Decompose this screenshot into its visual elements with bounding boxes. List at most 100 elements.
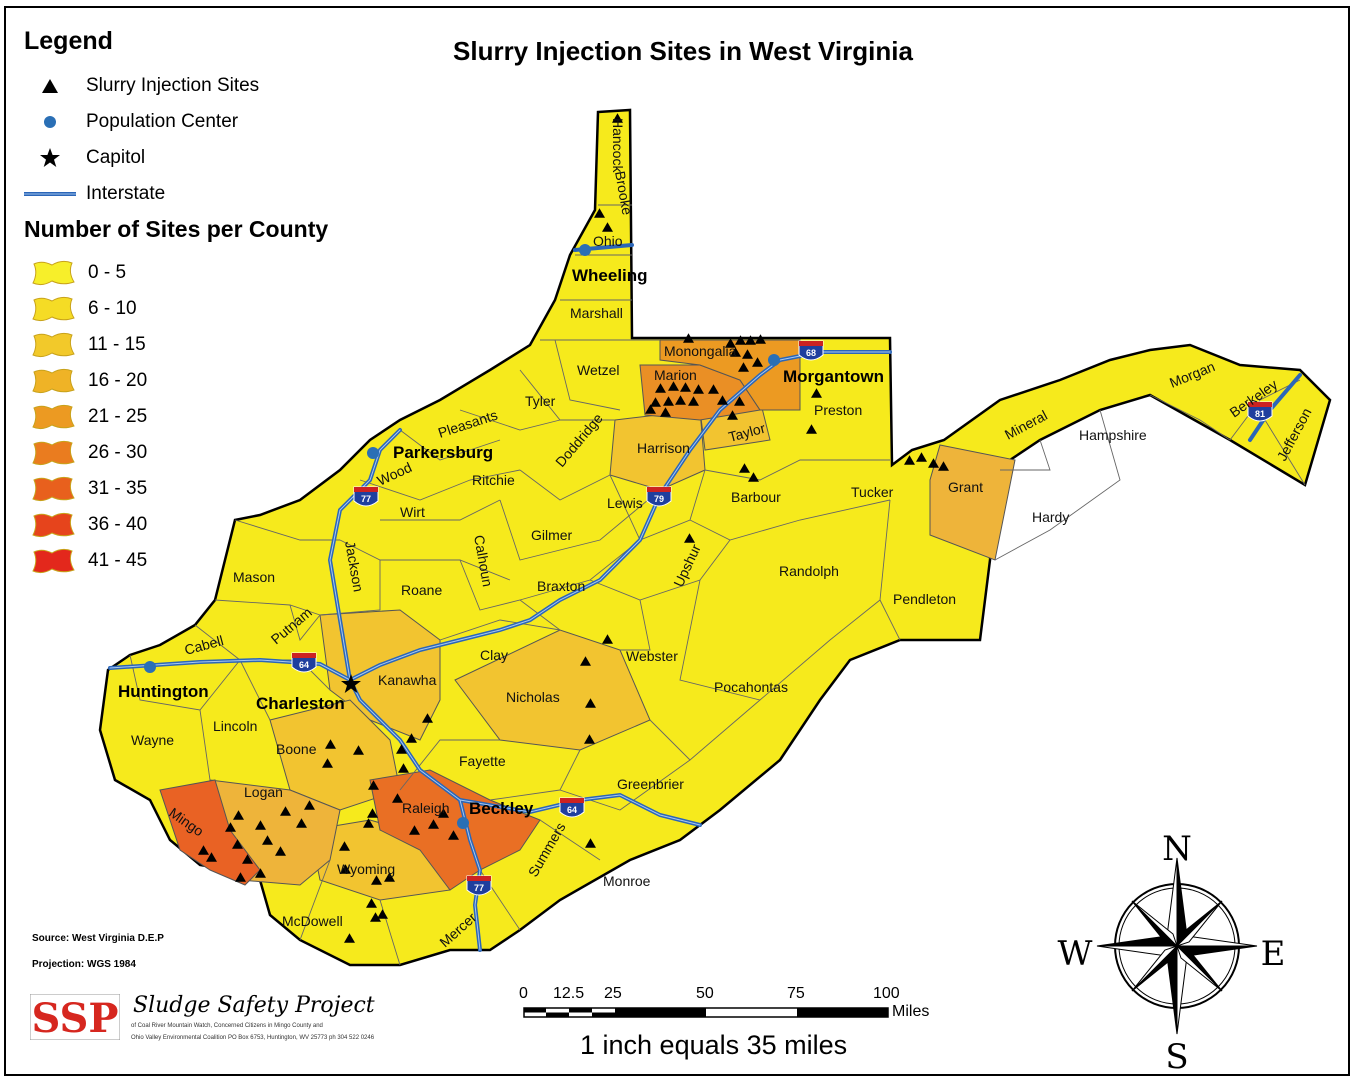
legend-item-interstate: Interstate: [24, 182, 165, 206]
label-pocahontas: Pocahontas: [714, 679, 788, 695]
dot-icon: [44, 116, 56, 128]
scale-label-0: 0: [519, 985, 528, 1002]
label-hancock: Hancock: [610, 118, 626, 173]
logo-line-2: Ohio Valley Environmental Coalition PO B…: [131, 1035, 375, 1041]
label-wheeling: Wheeling: [572, 266, 648, 285]
label-randolph: Randolph: [779, 563, 839, 579]
shield-64-west: 64: [291, 652, 317, 673]
svg-text:77: 77: [361, 494, 371, 504]
scale-bar: [523, 1007, 889, 1018]
class-label: 11 - 15: [88, 334, 146, 355]
label-tyler: Tyler: [525, 393, 556, 409]
city-labels: Wheeling Morgantown Parkersburg Huntingt…: [118, 266, 884, 818]
legend-item-sites: Slurry Injection Sites: [24, 74, 259, 98]
class-row: 6 - 10: [30, 294, 137, 324]
class-row: 41 - 45: [30, 546, 147, 576]
scale-label-75: 75: [787, 985, 805, 1002]
scale-unit: Miles: [892, 1003, 930, 1020]
class-label: 6 - 10: [88, 298, 137, 319]
population-center-beckley: [457, 817, 469, 829]
class-label: 36 - 40: [88, 514, 148, 535]
shield-77-north: 77: [353, 486, 379, 507]
county-boundaries: [129, 204, 1306, 966]
legend-item-capitol: Capitol: [24, 146, 145, 170]
shield-64-east: 64: [559, 797, 585, 818]
class-row: 16 - 20: [30, 366, 147, 396]
class-row: 36 - 40: [30, 510, 147, 540]
compass-rose: N S E W: [1058, 829, 1286, 1077]
logo-line-1: of Coal River Mountain Watch, Concerned …: [131, 1023, 323, 1029]
svg-text:64: 64: [567, 805, 577, 815]
sites-per-county-title: Number of Sites per County: [24, 216, 329, 242]
svg-text:68: 68: [806, 348, 816, 358]
label-hardy: Hardy: [1032, 509, 1069, 525]
label-wayne: Wayne: [131, 732, 174, 748]
label-hampshire: Hampshire: [1079, 427, 1147, 443]
label-barbour: Barbour: [731, 489, 781, 505]
label-boone: Boone: [276, 741, 317, 757]
label-logan: Logan: [244, 784, 283, 800]
class-swatch-icon: [32, 440, 75, 466]
population-center-wheeling: [579, 244, 591, 256]
class-swatch-icon: [32, 332, 75, 358]
class-row: 26 - 30: [30, 438, 147, 468]
population-centers: [144, 244, 780, 829]
label-mason: Mason: [233, 569, 275, 585]
class-swatch-icon: [32, 404, 75, 430]
label-wyoming: Wyoming: [337, 861, 395, 877]
label-marion: Marion: [654, 367, 697, 383]
source-note: Source: West Virginia D.E.P: [32, 933, 164, 944]
class-row: 31 - 35: [30, 474, 147, 504]
compass-w: W: [1058, 934, 1093, 974]
map-frame: [4, 6, 1350, 1076]
logo-name: Sludge Safety Project: [133, 993, 375, 1018]
label-preston: Preston: [814, 402, 862, 418]
scale-label-50: 50: [696, 985, 714, 1002]
scale-label-100: 100: [873, 985, 900, 1002]
label-grant: Grant: [948, 479, 983, 495]
label-tucker: Tucker: [851, 484, 894, 500]
svg-text:SSP: SSP: [32, 995, 119, 1040]
label-mcdowell: McDowell: [282, 913, 343, 929]
svg-text:81: 81: [1255, 409, 1265, 419]
label-wetzel: Wetzel: [577, 362, 620, 378]
label-beckley: Beckley: [469, 799, 534, 818]
scale-text: 1 inch equals 35 miles: [580, 1030, 848, 1060]
label-monongalia: Monongalia: [664, 343, 737, 359]
label-webster: Webster: [626, 648, 678, 664]
label-clay: Clay: [480, 647, 508, 663]
label-lewis: Lewis: [607, 495, 643, 511]
label-lincoln: Lincoln: [213, 718, 257, 734]
population-center-parkersburg: [367, 447, 379, 459]
label-brooke: Brooke: [612, 170, 635, 217]
county-grant-fill: [929, 444, 1016, 561]
label-fayette: Fayette: [459, 753, 506, 769]
class-swatch-icon: [32, 476, 75, 502]
interstate-line-icon: [24, 192, 76, 196]
svg-text:77: 77: [474, 883, 484, 893]
label-raleigh: Raleigh: [402, 800, 449, 816]
label-huntington: Huntington: [118, 682, 209, 701]
projection-note: Projection: WGS 1984: [32, 959, 136, 970]
class-label: 16 - 20: [88, 370, 148, 391]
shield-81: 81: [1247, 401, 1273, 422]
class-label: 21 - 25: [88, 406, 148, 427]
class-label: 31 - 35: [88, 478, 148, 499]
map-title: Slurry Injection Sites in West Virginia: [453, 36, 913, 66]
class-swatch-icon: [32, 548, 75, 574]
scale-label-25: 25: [604, 985, 622, 1002]
class-swatch-icon: [32, 368, 75, 394]
class-swatch-icon: [32, 296, 75, 322]
class-label: 26 - 30: [88, 442, 148, 463]
label-greenbrier: Greenbrier: [617, 776, 684, 792]
label-kanawha: Kanawha: [378, 672, 437, 688]
svg-text:64: 64: [299, 660, 309, 670]
county-mingo-fill: [159, 779, 261, 886]
county-raleigh-fill: [369, 769, 541, 891]
label-charleston: Charleston: [256, 694, 345, 713]
label-gilmer: Gilmer: [531, 527, 573, 543]
svg-text:79: 79: [654, 494, 664, 504]
class-row: 0 - 5: [30, 258, 126, 288]
legend-title: Legend: [24, 27, 113, 55]
